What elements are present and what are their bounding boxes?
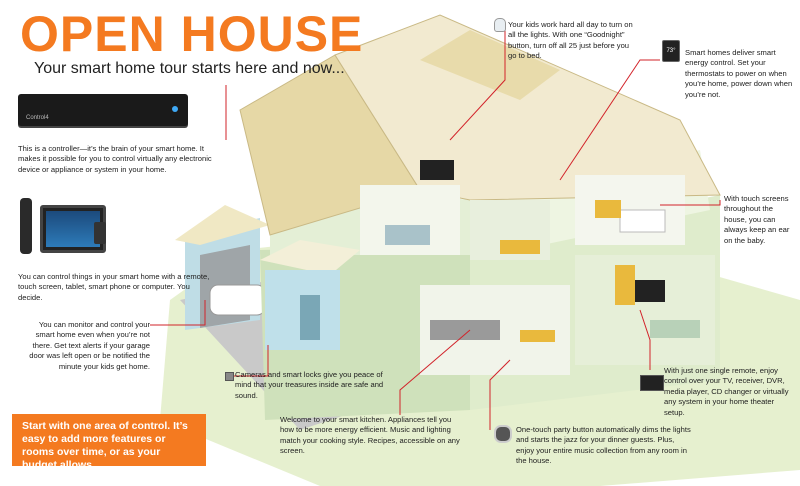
garage	[175, 205, 270, 330]
thermostat-icon: 73°	[662, 40, 680, 62]
caption-lights: Your kids work hard all day to turn on a…	[508, 20, 633, 61]
porch-roof	[260, 240, 360, 275]
controller-power-icon	[172, 106, 178, 112]
caption-touch: With touch screens throughout the house,…	[724, 194, 790, 245]
thermostat-reading: 73°	[666, 48, 676, 54]
dresser	[595, 200, 621, 218]
caption-party: One-touch party button automatically dim…	[516, 425, 691, 466]
living-room	[575, 255, 715, 365]
lightbulb-icon	[494, 18, 506, 32]
caption-controller: This is a controller—it’s the brain of y…	[18, 144, 212, 174]
front-door	[300, 295, 320, 340]
tablet-screen	[46, 211, 100, 247]
cta-box: Start with one area of control. It’s eas…	[12, 414, 206, 471]
bedroom-tv	[420, 160, 454, 180]
controller-brand-label: Control4	[26, 115, 49, 121]
caption-kitchen: Welcome to your smart kitchen. Appliance…	[280, 415, 460, 456]
kitchen-counter	[430, 320, 500, 340]
caption-cameras: Cameras and smart locks give you peace o…	[235, 370, 384, 400]
dining-table	[520, 330, 555, 342]
bedroom-bed	[385, 225, 430, 245]
camera-icon	[225, 372, 234, 381]
page-subtitle: Your smart home tour starts here and now…	[34, 60, 345, 77]
controller-device: Control4	[18, 94, 188, 126]
living-tv	[630, 280, 665, 302]
study-desk	[500, 240, 540, 254]
roof-dormer	[420, 30, 560, 100]
page-title: OPEN HOUSE	[20, 6, 364, 62]
sofa	[650, 320, 700, 338]
tv-icon	[640, 375, 664, 391]
caption-monitor: You can monitor and control your smart h…	[29, 320, 150, 371]
caption-remote: You can control things in your smart hom…	[18, 272, 210, 302]
remote-device	[20, 198, 32, 254]
caption-energy: Smart homes deliver smart energy control…	[685, 48, 793, 99]
party-button-icon	[494, 425, 512, 443]
cabinet	[615, 265, 635, 305]
caption-remote-tv: With just one single remote, enjoy contr…	[664, 366, 789, 417]
phone-device	[94, 222, 106, 244]
crib	[619, 209, 666, 233]
callout-lines	[150, 30, 721, 430]
